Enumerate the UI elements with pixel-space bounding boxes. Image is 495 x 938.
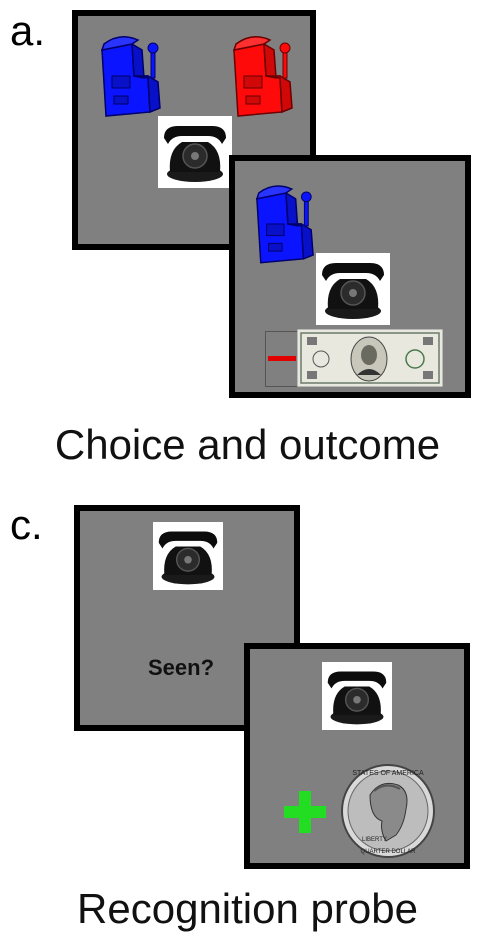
- svg-text:STATES OF AMERICA: STATES OF AMERICA: [352, 770, 424, 777]
- five-dollar-bill-icon: [297, 329, 443, 387]
- choice-screen: [72, 10, 316, 250]
- svg-text:QUARTER DOLLAR: QUARTER DOLLAR: [361, 849, 417, 855]
- slot-machine-blue-icon[interactable]: [253, 181, 317, 265]
- svg-text:LIBERTY: LIBERTY: [362, 837, 387, 843]
- slot-machine-blue-icon[interactable]: [98, 32, 164, 118]
- panel-c-label: c.: [10, 501, 43, 548]
- slot-machine-red-icon[interactable]: [230, 32, 296, 118]
- plus-sign: [282, 789, 328, 835]
- minus-sign: [265, 331, 299, 387]
- rotary-phone-icon: [322, 662, 392, 730]
- rotary-phone-icon: [153, 522, 223, 590]
- rotary-phone-icon: [316, 253, 390, 325]
- seen-prompt: Seen?: [148, 655, 215, 680]
- rotary-phone-icon: [158, 116, 232, 188]
- feedback-screen: STATES OF AMERICA LIBERTY QUARTER DOLLAR: [244, 643, 470, 869]
- probe-screen: Seen?: [74, 505, 300, 731]
- outcome-screen: [229, 155, 471, 398]
- panel-a-label: a.: [10, 7, 46, 54]
- quarter-coin-icon: STATES OF AMERICA LIBERTY QUARTER DOLLAR: [340, 761, 436, 861]
- panel-a-caption: Choice and outcome: [54, 421, 441, 468]
- panel-c-caption: Recognition probe: [77, 885, 418, 932]
